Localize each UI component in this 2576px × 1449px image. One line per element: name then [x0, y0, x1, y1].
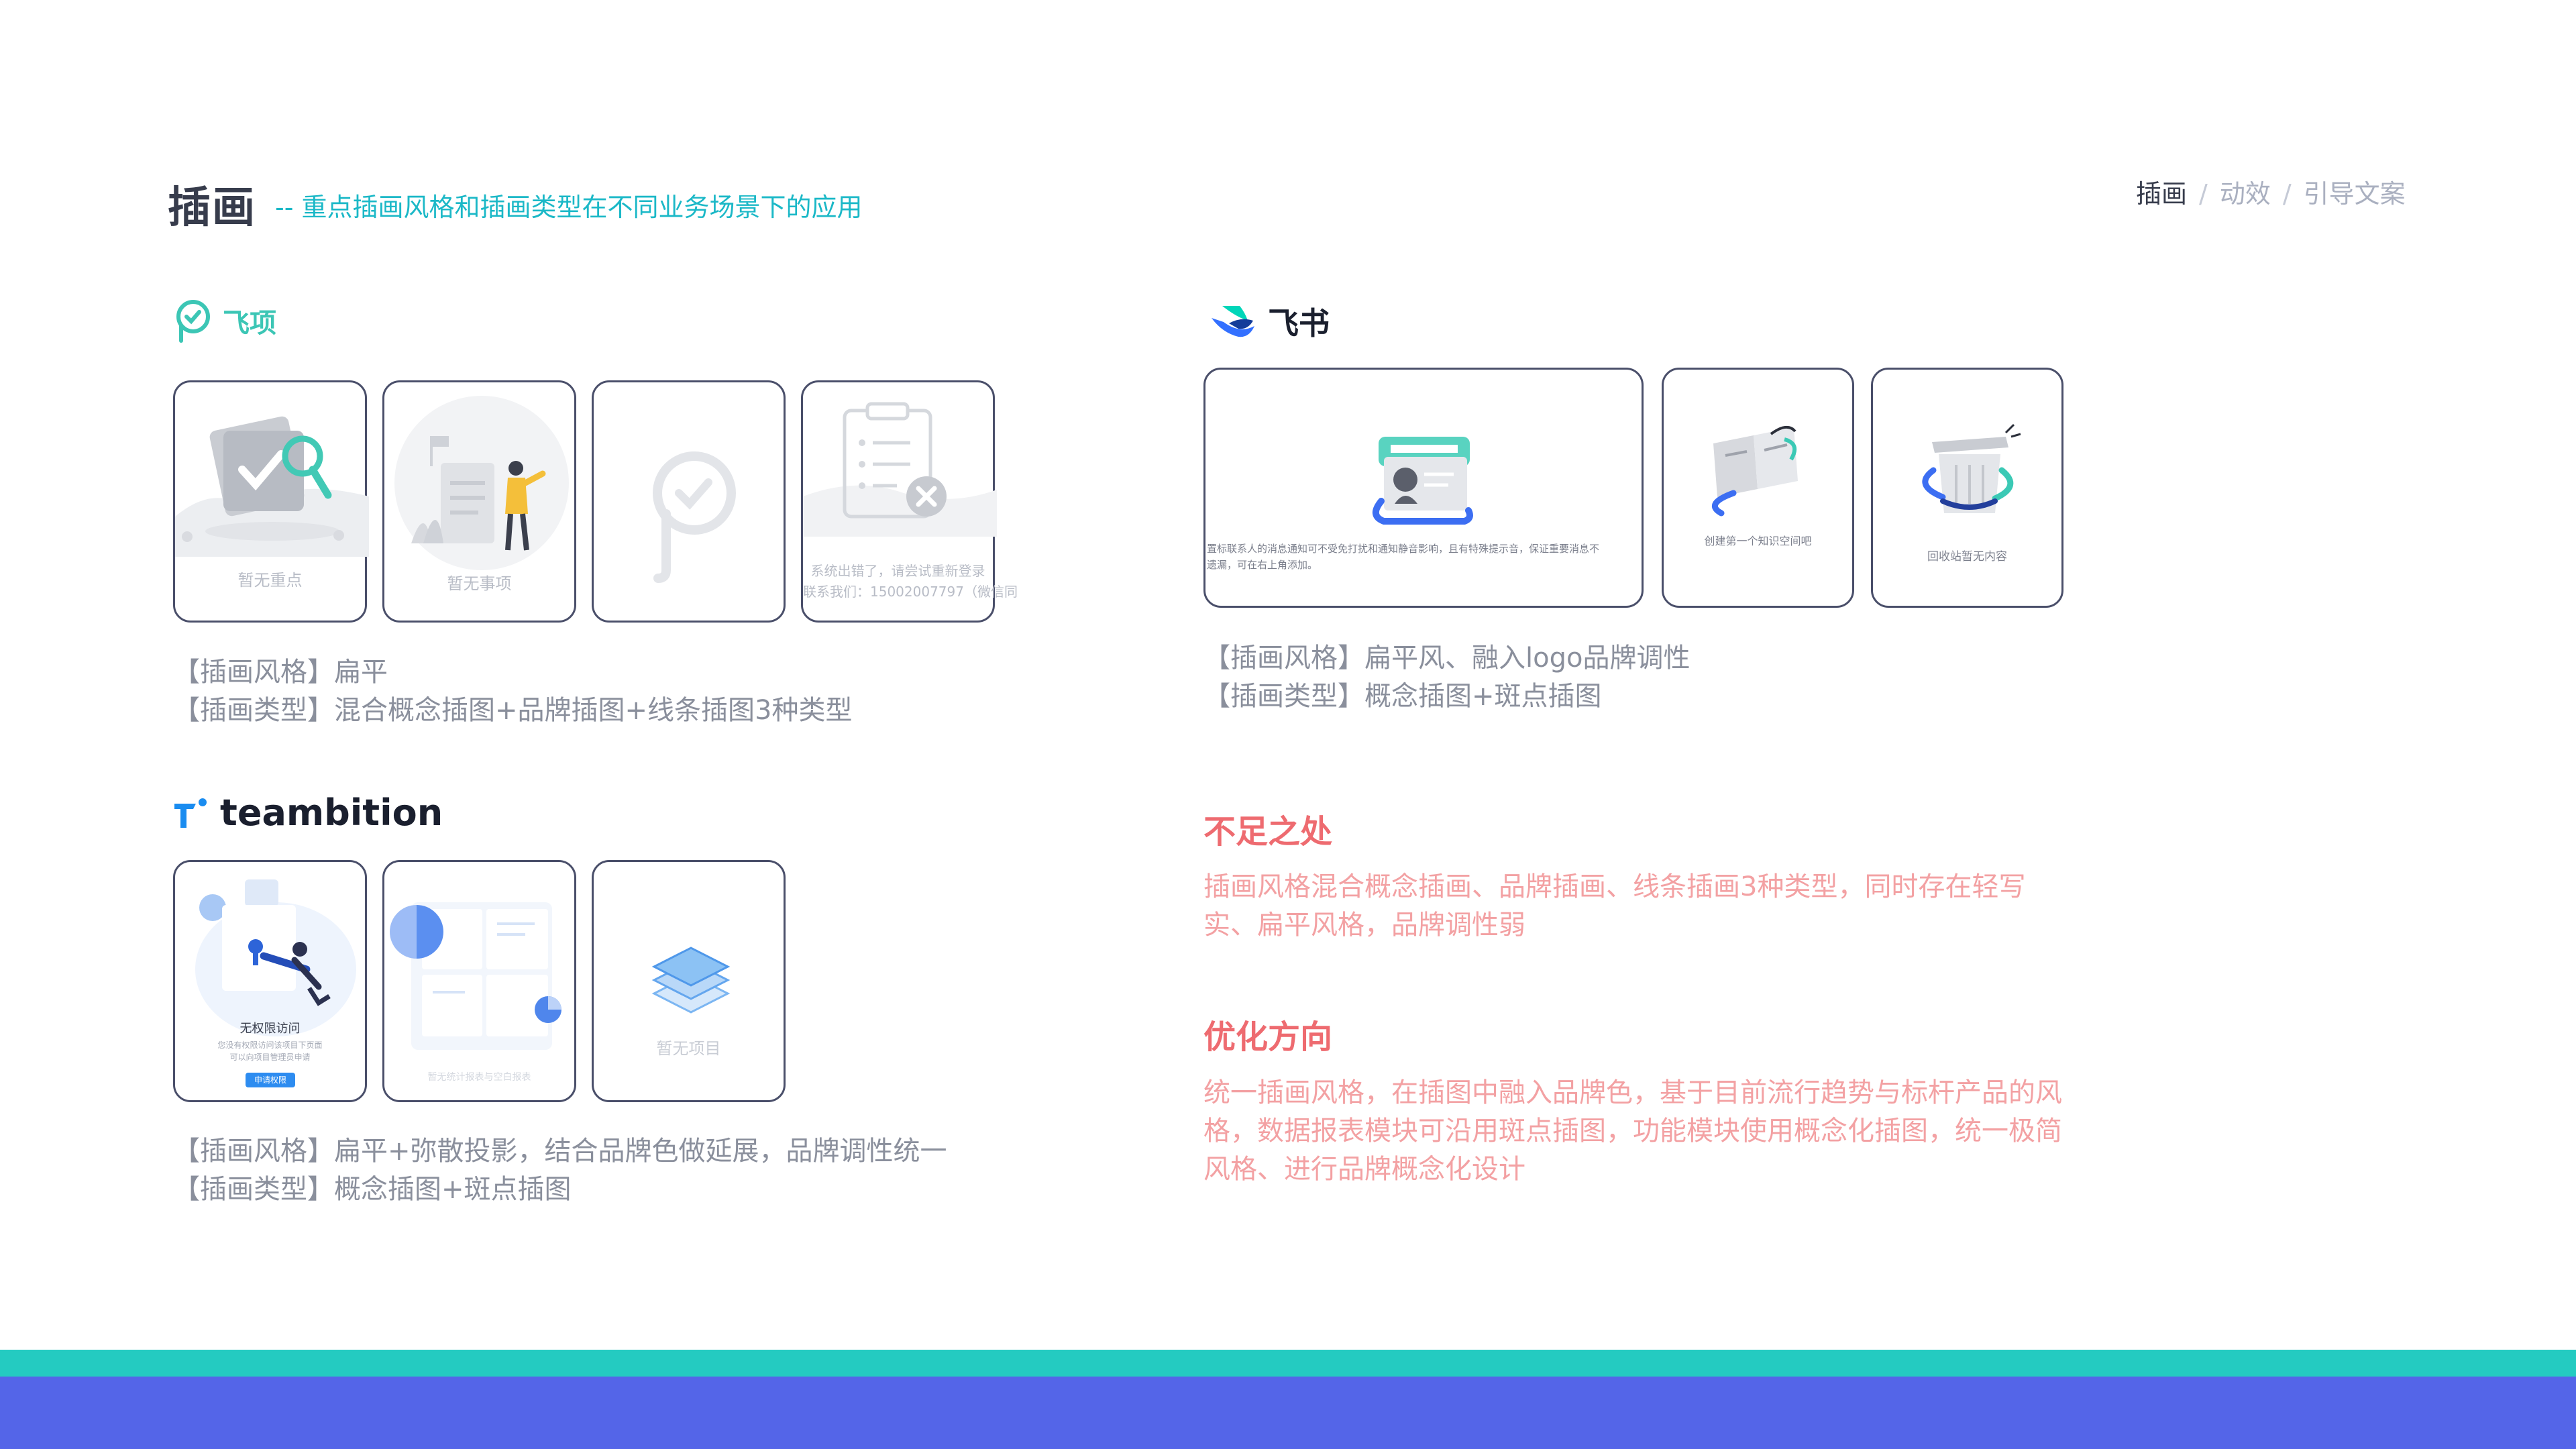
brand-feixiang: 飞项: [173, 299, 276, 343]
priority-contacts-illustration: [1373, 437, 1473, 525]
brand-teambition: teambition: [173, 792, 443, 834]
empty-focus-illustration: [175, 416, 369, 557]
shortcomings-line: 实、扁平风格，品牌调性弱: [1203, 910, 1525, 941]
brand-feishu: 飞书: [1209, 299, 1330, 343]
card-caption: 暂无事项: [447, 574, 512, 593]
feixiang-card-empty-tasks: 暂无事项: [382, 380, 576, 623]
feixiang-logo-icon: [176, 300, 210, 343]
card-caption: 暂无项目: [656, 1039, 721, 1058]
nav-separator: /: [2199, 179, 2208, 209]
stacked-layers-icon: [651, 947, 731, 1014]
footer-bar-teal: [0, 1350, 2576, 1377]
card-desc: 遗漏，可在右上角添加。: [1207, 559, 1318, 571]
teambition-card-no-project: 暂无项目: [592, 860, 786, 1102]
footer-bar-blue: [0, 1377, 2576, 1449]
teambition-logo-icon: [174, 798, 207, 828]
optimization-line: 统一插画风格，在插图中融入品牌色，基于目前流行趋势与标杆产品的风: [1203, 1077, 2062, 1108]
card-caption: 回收站暂无内容: [1927, 550, 2007, 564]
feixiang-line-logo-icon: [653, 451, 736, 583]
feishu-card-knowledge-space: 创建第一个知识空间吧: [1662, 368, 1854, 608]
optimization-line: 格，数据报表模块可沿用斑点插图，功能模块使用概念化插图，统一极简: [1203, 1116, 2062, 1146]
teambition-type-line: 【插画类型】概念插图+斑点插图: [173, 1174, 572, 1205]
feixiang-style-line: 【插画风格】扁平: [173, 657, 388, 688]
nav-item-illustration[interactable]: 插画: [2136, 179, 2188, 209]
card-caption: 暂无统计报表与空白报表: [427, 1072, 531, 1083]
knowledge-space-illustration: [1712, 426, 1798, 517]
feishu-type-line: 【插画类型】概念插图+斑点插图: [1203, 681, 1602, 712]
card-desc: 您没有权限访问该项目下页面: [217, 1040, 323, 1050]
feishu-card-recycle-bin: 回收站暂无内容: [1871, 368, 2063, 608]
system-error-illustration: [803, 402, 997, 537]
page-title: 插画: [168, 183, 256, 233]
optimization-body: 统一插画风格，在插图中融入品牌色，基于目前流行趋势与标杆产品的风 格，数据报表模…: [1203, 1074, 2062, 1189]
teambition-card-no-report: 暂无统计报表与空白报表: [382, 860, 576, 1102]
card-caption: 创建第一个知识空间吧: [1704, 535, 1812, 547]
nav-separator: /: [2282, 179, 2292, 209]
feishu-card-priority-contacts: 置标联系人的消息通知可不受免打扰和通知静音影响，且有特殊提示音，保证重要消息不 …: [1203, 368, 1644, 608]
no-permission-illustration: [195, 879, 356, 1036]
shortcomings-body: 插画风格混合概念插画、品牌插画、线条插画3种类型，同时存在轻写 实、扁平风格，品…: [1203, 868, 2025, 945]
card-caption: 系统出错了，请尝试重新登录: [810, 563, 985, 579]
no-report-illustration: [390, 902, 561, 1050]
brand-feixiang-name: 飞项: [223, 308, 276, 339]
feixiang-type-line: 【插画类型】混合概念插图+品牌插图+线条插图3种类型: [173, 695, 853, 726]
apply-permission-button[interactable]: 申请权限: [246, 1073, 295, 1087]
card-desc: 置标联系人的消息通知可不受免打扰和通知静音影响，且有特殊提示音，保证重要消息不: [1207, 543, 1600, 555]
shortcomings-heading: 不足之处: [1203, 813, 1333, 851]
feishu-logo-icon: [1212, 306, 1254, 337]
card-caption-contact: 联系我们：15002007797（微信同: [803, 584, 1018, 600]
top-nav: 插画 / 动效 / 引导文案: [2136, 173, 2406, 210]
nav-item-guide-copy[interactable]: 引导文案: [2303, 179, 2406, 209]
card-caption: 暂无重点: [237, 571, 303, 590]
optimization-heading: 优化方向: [1203, 1018, 1333, 1056]
card-desc: 可以向项目管理员申请: [229, 1053, 311, 1062]
shortcomings-line: 插画风格混合概念插画、品牌插画、线条插画3种类型，同时存在轻写: [1203, 871, 2026, 902]
optimization-line: 风格、进行品牌概念化设计: [1203, 1154, 1525, 1185]
empty-tasks-illustration: [394, 396, 569, 570]
brand-teambition-name: teambition: [220, 792, 443, 834]
nav-item-motion[interactable]: 动效: [2219, 179, 2271, 209]
feixiang-card-system-error: 系统出错了，请尝试重新登录 联系我们：15002007797（微信同: [801, 380, 1018, 623]
teambition-card-no-permission: 无权限访问 您没有权限访问该项目下页面 可以向项目管理员申请 申请权限: [173, 860, 367, 1102]
card-title: 无权限访问: [239, 1022, 301, 1036]
brand-feishu-name: 飞书: [1268, 305, 1330, 341]
feishu-style-line: 【插画风格】扁平风、融入logo品牌调性: [1203, 643, 1690, 674]
page-subtitle: -- 重点插画风格和插画类型在不同业务场景下的应用: [275, 193, 863, 222]
teambition-style-line: 【插画风格】扁平+弥散投影，结合品牌色做延展，品牌调性统一: [173, 1136, 947, 1167]
feixiang-card-logo-line: [592, 380, 786, 623]
recycle-bin-illustration: [1922, 423, 2021, 513]
feixiang-card-empty-focus: 暂无重点: [173, 380, 369, 623]
